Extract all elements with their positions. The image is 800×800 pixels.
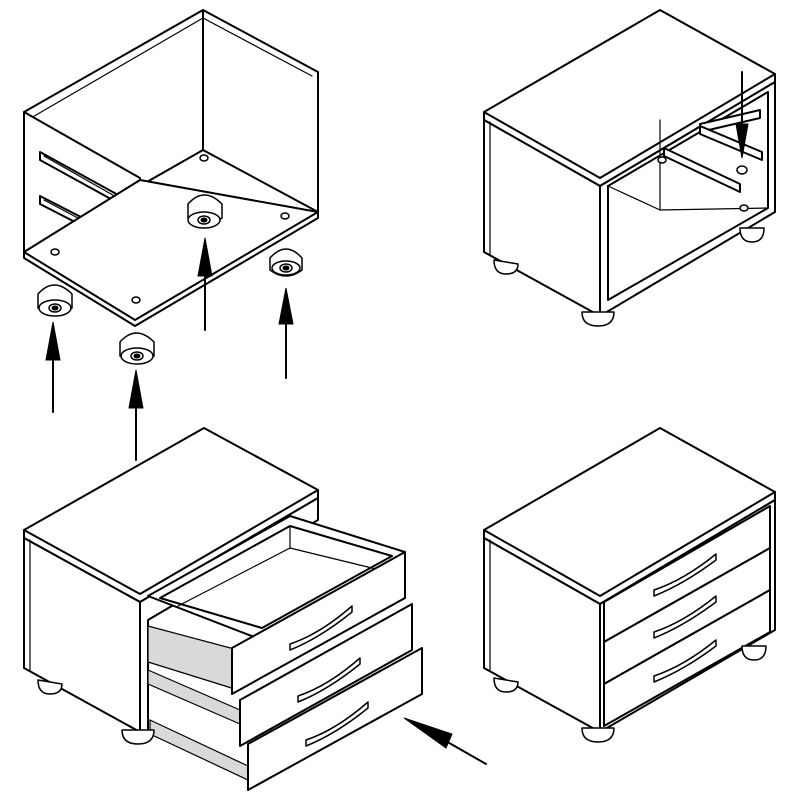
drawer-top-open	[147, 515, 406, 695]
drawer-handle	[305, 701, 369, 747]
foot-2	[269, 248, 303, 277]
foot-front	[581, 727, 615, 743]
foot-3	[37, 284, 73, 317]
drawer-handle	[653, 639, 717, 683]
foot-mount-holes	[50, 154, 290, 304]
arrow-foot-4	[128, 369, 144, 461]
foot-4	[119, 332, 155, 365]
drawer-rail-left-lower	[663, 147, 741, 193]
arrow-drawer-insert	[403, 717, 487, 765]
cabinet-side-panel-right	[202, 9, 319, 213]
drawer-handle	[297, 657, 361, 703]
drawer-middle-front	[239, 603, 413, 747]
drawer-handle	[653, 553, 717, 597]
foot-left	[493, 259, 519, 275]
panel-step-1-attach-feet	[23, 9, 319, 461]
drawer-middle	[147, 603, 413, 747]
arrow-foot-2	[278, 287, 294, 379]
drawer-front-3	[603, 589, 771, 727]
panel-step-4-assembled	[483, 427, 776, 743]
drawer-bottom-front	[247, 647, 423, 791]
foot-1	[187, 194, 223, 229]
foot-front	[121, 729, 155, 745]
foot-left	[37, 679, 63, 695]
foot-left	[493, 677, 519, 693]
foot-front	[581, 311, 615, 327]
panel-step-3-insert-drawers	[23, 427, 487, 791]
arrow-foot-3	[45, 321, 61, 413]
arrow-rail-insert	[735, 71, 749, 159]
drawer-handle	[289, 605, 353, 651]
foot-right	[739, 227, 765, 243]
drawer-top-front	[231, 551, 406, 695]
arrow-foot-1	[197, 237, 213, 331]
foot-right	[741, 645, 767, 661]
drawer-handle	[653, 595, 717, 639]
panel-step-2-upright-cabinet	[483, 9, 776, 327]
